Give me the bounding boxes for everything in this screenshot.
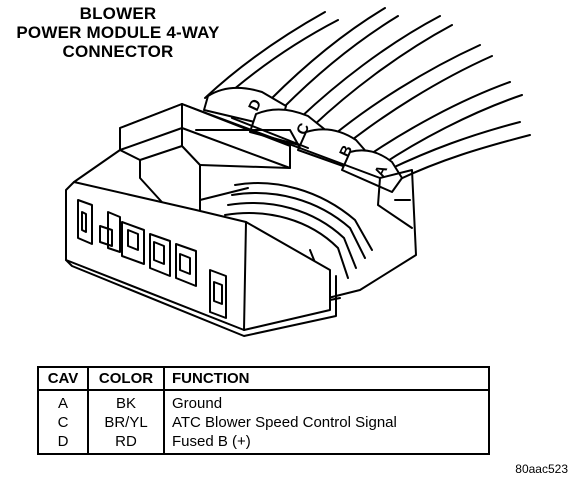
connector-front-face — [65, 149, 337, 337]
cell-function: ATC Blower Speed Control Signal — [163, 413, 490, 432]
cell-color: BK — [87, 390, 165, 413]
cell-color: BR/YL — [87, 413, 165, 432]
table-header-row: CAV COLOR FUNCTION — [37, 366, 490, 391]
title-line-2: POWER MODULE 4-WAY — [16, 23, 220, 42]
terminal-cavities — [77, 199, 227, 319]
table-row: A BK Ground — [37, 390, 490, 413]
wire-bundle — [204, 7, 531, 181]
cell-function: Ground — [163, 390, 490, 413]
terminal-tabs — [203, 86, 403, 193]
table-row: D RD Fused B (+) — [37, 432, 490, 455]
table-row: C BR/YL ATC Blower Speed Control Signal — [37, 413, 490, 432]
cell-cav: D — [37, 432, 89, 455]
cell-cav: C — [37, 413, 89, 432]
diagram-title: BLOWER POWER MODULE 4-WAY CONNECTOR — [0, 4, 236, 61]
figure-id: 80aac523 — [515, 462, 568, 476]
header-color: COLOR — [87, 366, 165, 391]
pinout-table: CAV COLOR FUNCTION A BK Ground C BR/YL A… — [37, 366, 490, 455]
cell-color: RD — [87, 432, 165, 455]
header-cav: CAV — [37, 366, 89, 391]
title-line-3: CONNECTOR — [62, 42, 174, 61]
title-line-1: BLOWER — [79, 4, 157, 23]
header-function: FUNCTION — [163, 366, 490, 391]
cell-function: Fused B (+) — [163, 432, 490, 455]
cell-cav: A — [37, 390, 89, 413]
